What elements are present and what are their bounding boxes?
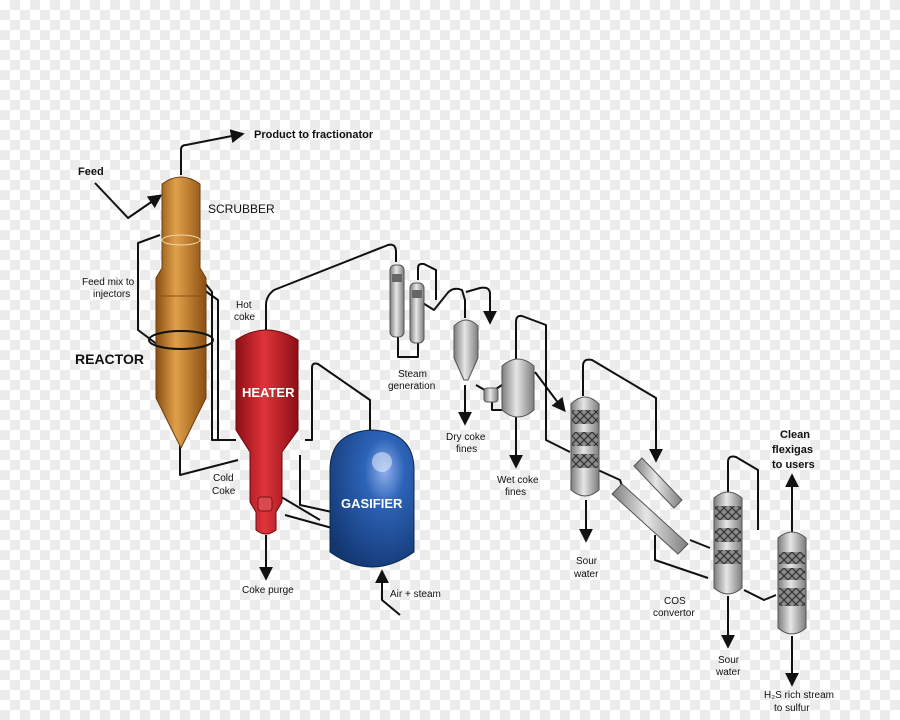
label-cold-coke-2: Coke [212, 486, 236, 497]
label-clean-2: flexigas [772, 444, 813, 456]
label-steam-gen-1: Steam [398, 369, 427, 380]
label-sour-water-2a: Sour [718, 655, 740, 666]
label-wet-coke-2: fines [505, 487, 526, 498]
label-feed-mix-1: Feed mix to [82, 277, 135, 288]
wet-scrubber-drum [501, 358, 535, 418]
reactor-scrubber-vessel [148, 176, 214, 450]
cos-convertor [611, 457, 689, 555]
labels: Product to fractionator Feed SCRUBBER Fe… [75, 129, 834, 714]
label-steam-gen-2: generation [388, 381, 435, 392]
label-feed: Feed [78, 166, 104, 178]
label-sour-water-1a: Sour [576, 556, 598, 567]
label-dry-coke-2: fines [456, 444, 477, 455]
label-feed-mix-2: injectors [93, 289, 130, 300]
label-gasifier: GASIFIER [341, 496, 403, 511]
label-cos-1: COS [664, 596, 686, 607]
label-hot-coke-2: coke [234, 312, 256, 323]
label-reactor: REACTOR [75, 351, 144, 367]
label-sour-water-1b: water [573, 569, 599, 580]
label-air-steam: Air + steam [390, 589, 441, 600]
gasifier-vessel [329, 429, 415, 568]
label-clean-1: Clean [780, 429, 810, 441]
label-sour-water-2b: water [715, 667, 741, 678]
label-h2s-1: H₂S rich stream [764, 690, 834, 701]
label-clean-3: to users [772, 459, 815, 471]
label-h2s-2: to sulfur [774, 703, 810, 714]
cyclone-separator [453, 319, 499, 403]
label-product-to-fractionator: Product to fractionator [254, 129, 374, 141]
label-heater: HEATER [242, 385, 295, 400]
label-cos-2: convertor [653, 608, 695, 619]
label-hot-coke-1: Hot [236, 300, 252, 311]
label-scrubber: SCRUBBER [208, 202, 275, 216]
packed-tower-1 [570, 396, 600, 497]
label-dry-coke-1: Dry coke [446, 432, 486, 443]
label-cold-coke-1: Cold [213, 473, 234, 484]
steam-generation-units [389, 264, 425, 344]
packed-tower-2 [713, 491, 743, 595]
label-wet-coke-1: Wet coke [497, 475, 539, 486]
packed-tower-3 [777, 531, 807, 635]
heater-vessel [235, 329, 299, 535]
label-coke-purge: Coke purge [242, 585, 294, 596]
